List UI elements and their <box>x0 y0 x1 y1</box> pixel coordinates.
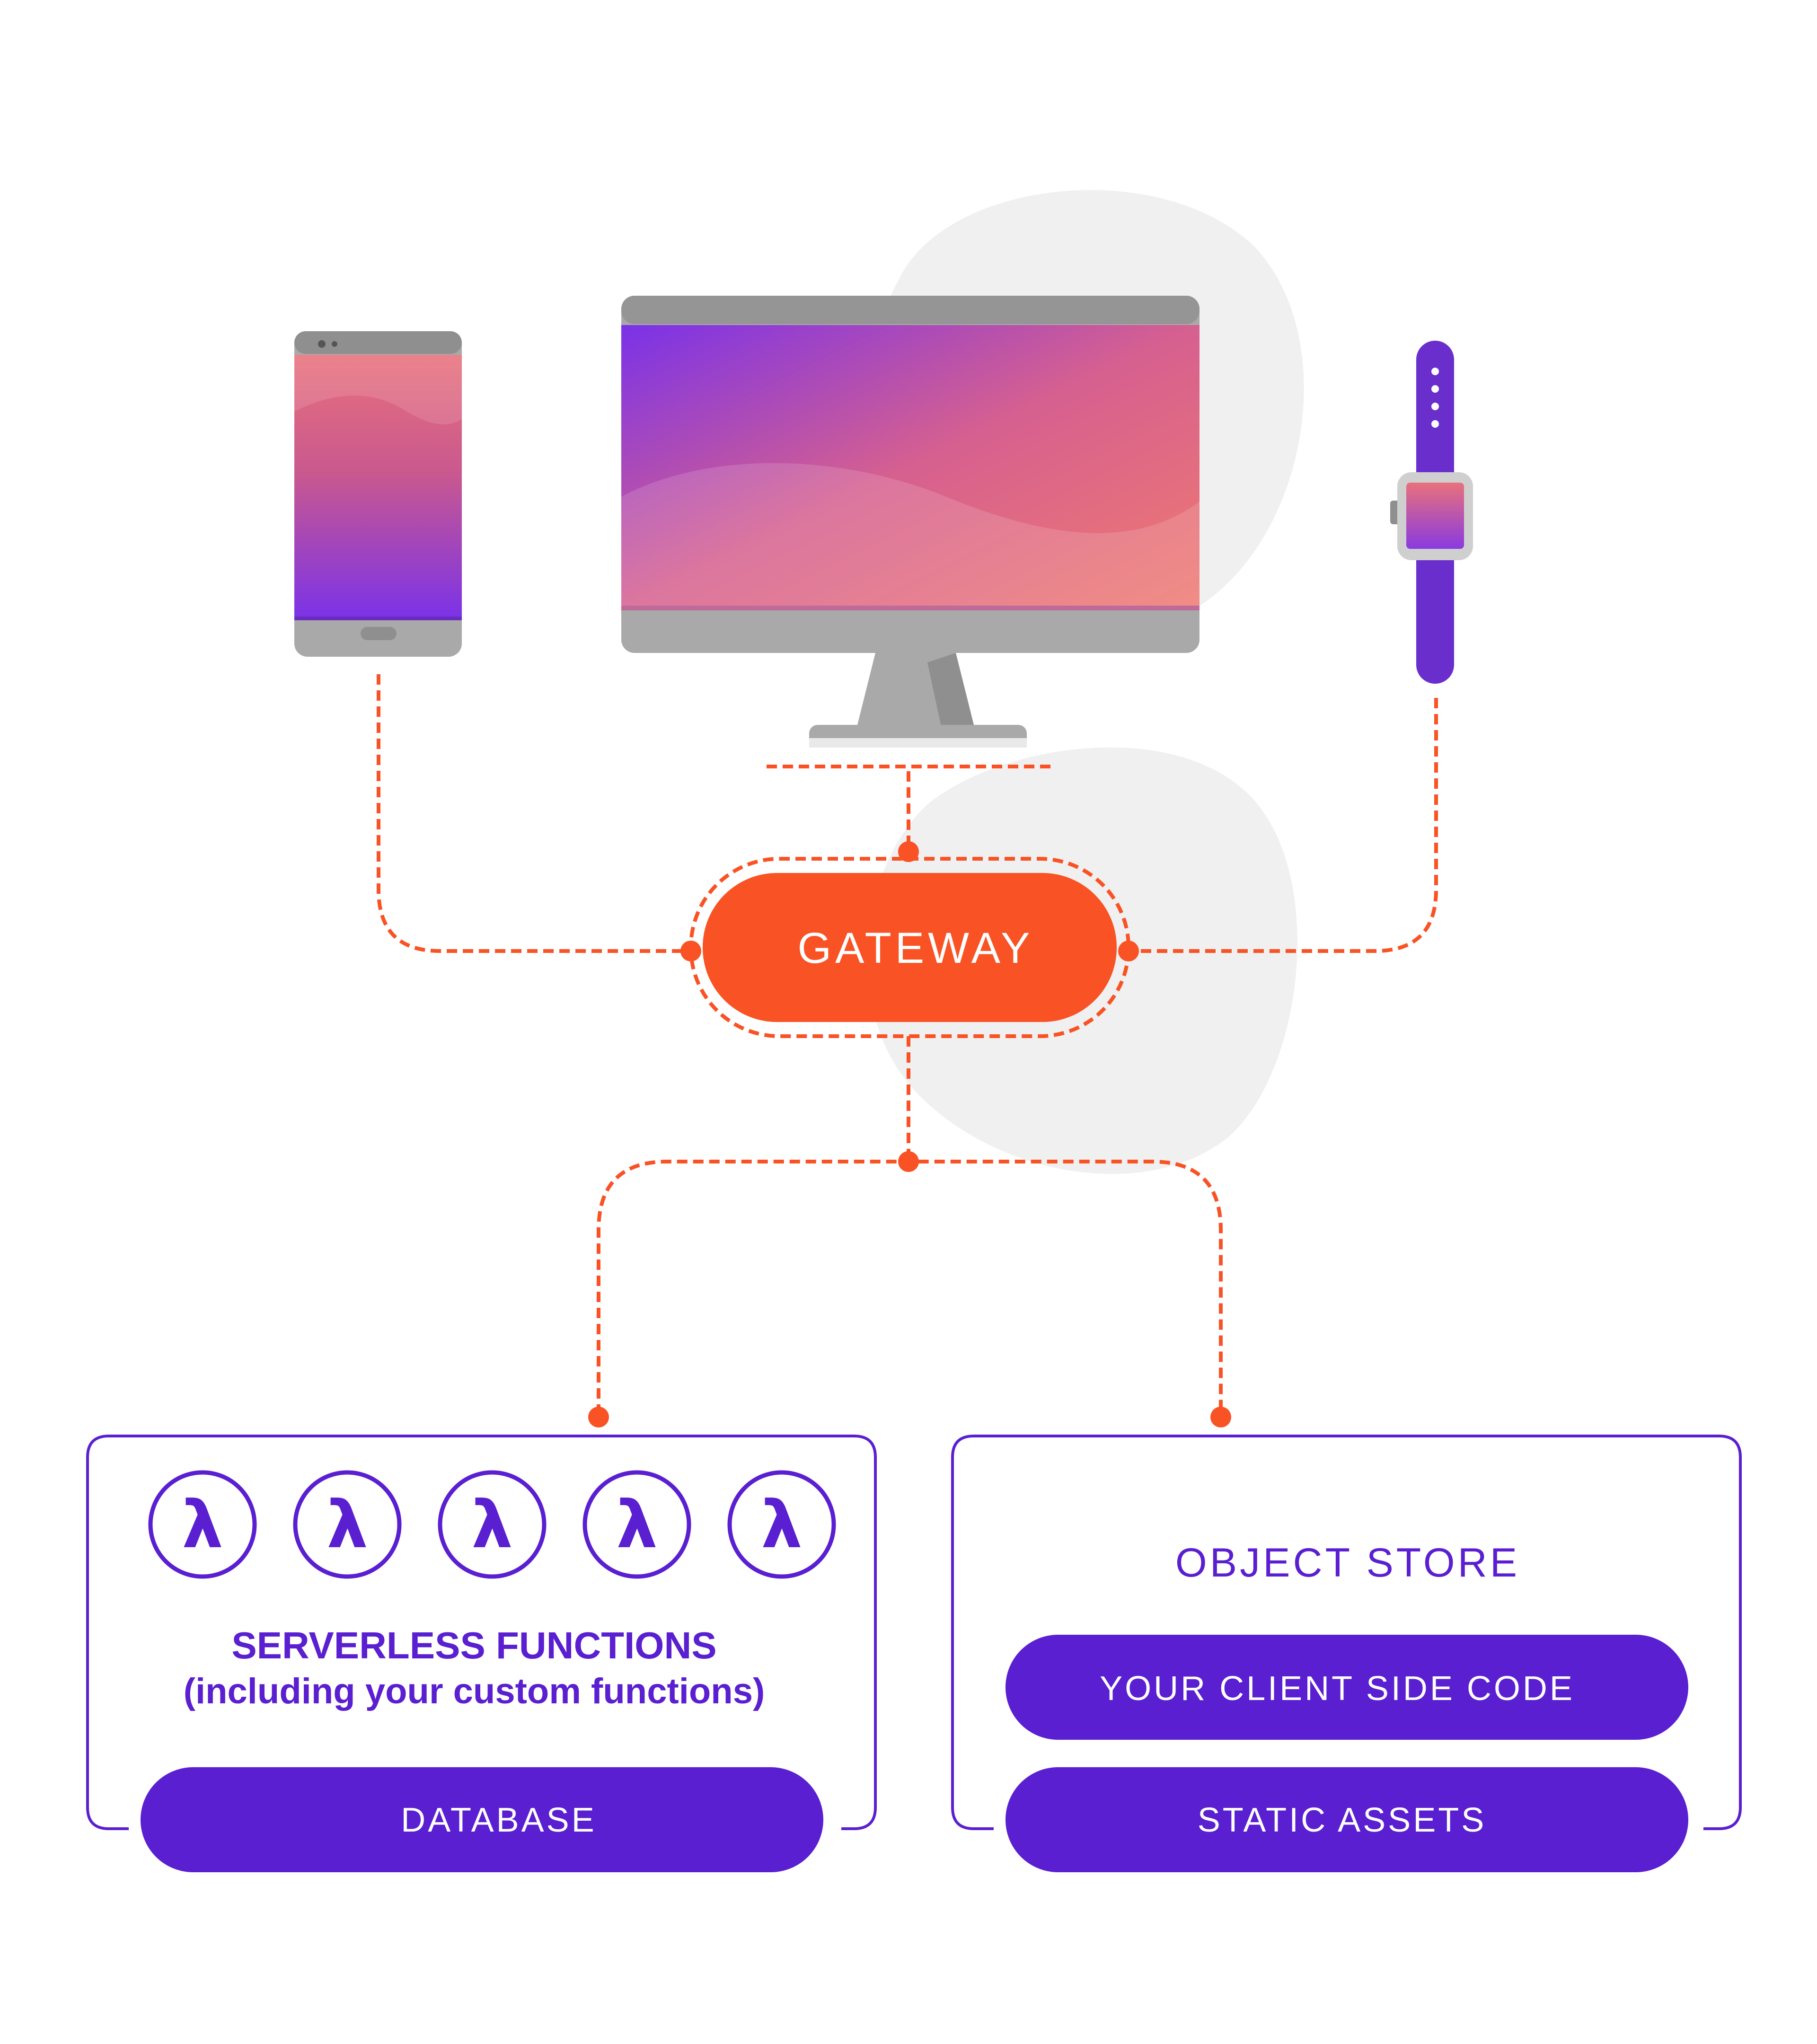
serverless-functions-subtitle: (including your custom functions) <box>184 1671 765 1711</box>
database-label: DATABASE <box>401 1801 596 1839</box>
serverless-functions-title: SERVERLESS FUNCTIONS <box>231 1624 716 1666</box>
svg-text:λ: λ <box>326 1487 368 1563</box>
client-side-code-pill <box>1006 1635 1688 1740</box>
svg-text:λ: λ <box>616 1487 657 1563</box>
database-pill <box>141 1767 823 1872</box>
static-assets-pill <box>1006 1767 1688 1872</box>
lambda-icon: λ <box>582 1470 691 1579</box>
connector-watch-gateway <box>1129 698 1438 953</box>
svg-text:λ: λ <box>182 1487 223 1563</box>
connector-dots <box>588 841 1231 1427</box>
svg-text:λ: λ <box>471 1487 512 1563</box>
svg-text:λ: λ <box>761 1487 802 1563</box>
lambda-icon: λ <box>727 1470 836 1579</box>
object-store-panel: OBJECT STORE YOUR CLIENT SIDE CODE STATI… <box>951 1435 1742 1872</box>
smartphone-icon <box>294 331 462 657</box>
lambda-icon: λ <box>148 1470 257 1579</box>
client-side-code-label: YOUR CLIENT SIDE CODE <box>1100 1670 1575 1708</box>
object-store-title: OBJECT STORE <box>1175 1540 1520 1586</box>
connector-phone-gateway <box>377 674 691 953</box>
lambda-icon: λ <box>438 1470 547 1579</box>
lambda-icon: λ <box>293 1470 402 1579</box>
desktop-monitor-icon <box>621 296 1200 748</box>
static-assets-label: STATIC ASSETS <box>1198 1801 1486 1839</box>
lambda-icon-row: λ λ λ λ λ <box>148 1470 836 1579</box>
serverless-functions-panel: λ λ λ λ λ SERVERLESS FUNCTIONS (includin… <box>86 1435 877 1872</box>
gateway-node: GATEWAY <box>703 873 1117 1022</box>
smartwatch-icon <box>1390 341 1473 684</box>
gateway-label: GATEWAY <box>798 924 1034 972</box>
functions-panel-frame <box>86 1435 877 1830</box>
object-store-panel-frame <box>951 1435 1742 1830</box>
connector-branch <box>597 1160 1223 1415</box>
